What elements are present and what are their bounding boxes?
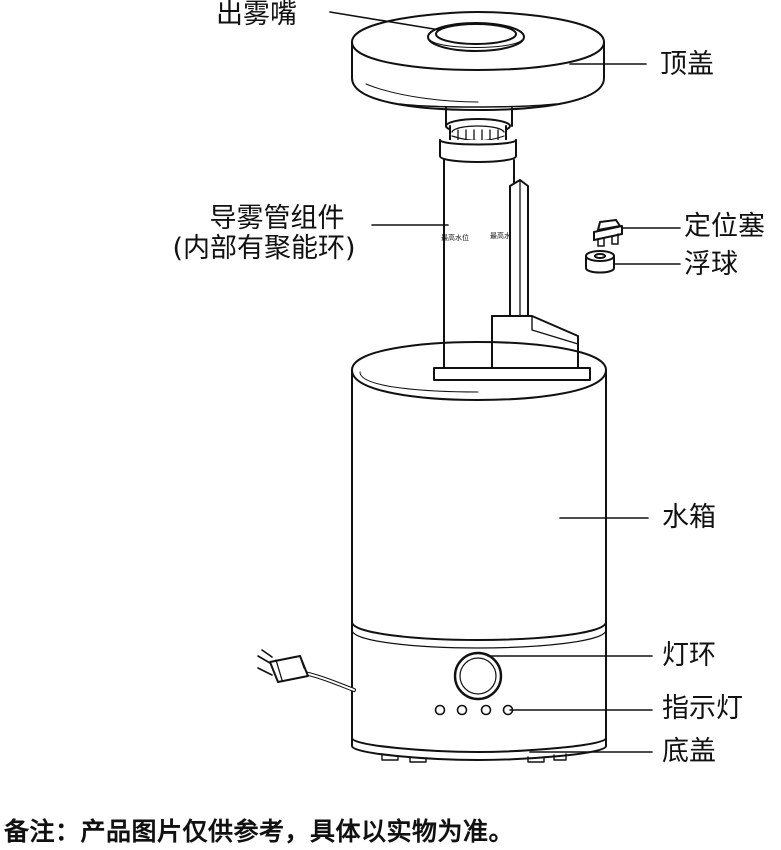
label-positioning-plug: 定位塞 [684, 211, 765, 242]
tube-mark-right: 最高水位 [490, 231, 518, 240]
top-cover-part [351, 11, 605, 111]
leader-lines [329, 11, 681, 753]
label-top-cover: 顶盖 [660, 49, 714, 80]
power-plug [257, 649, 356, 692]
bottom-cover-part [351, 735, 607, 763]
label-mist-tube-line2: (内部有聚能环) [172, 233, 356, 264]
label-float-ball: 浮球 [684, 249, 738, 280]
label-bottom-cover: 底盖 [662, 736, 716, 767]
mist-tube-part: 最高水位 最高水位 [433, 107, 591, 381]
label-indicator: 指示灯 [662, 693, 743, 724]
tube-mark-left: 最高水位 [441, 233, 469, 242]
water-tank-part [351, 341, 607, 753]
label-mist-tube: 导雾管组件 (内部有聚能环) [160, 204, 368, 264]
positioning-plug-part [593, 219, 623, 247]
label-light-ring: 灯环 [662, 640, 716, 671]
label-mist-tube-line1: 导雾管组件 [209, 203, 345, 234]
float-ball-part [585, 250, 615, 274]
nozzle-part [427, 22, 525, 52]
footnote: 备注：产品图片仅供参考，具体以实物为准。 [4, 817, 515, 846]
label-water-tank: 水箱 [662, 502, 716, 533]
label-nozzle: 出雾嘴 [216, 0, 297, 30]
base-controls [434, 651, 514, 716]
